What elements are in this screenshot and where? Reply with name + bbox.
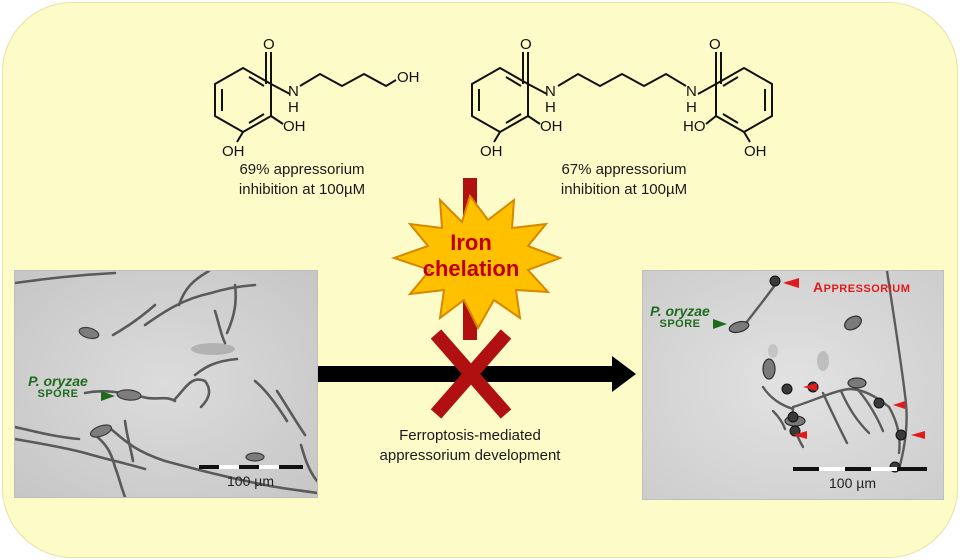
compound1-caption: 69% appressorium inhibition at 100µM	[212, 160, 392, 200]
burst-line2: chelation	[423, 256, 520, 281]
process-arrow-head	[612, 356, 636, 392]
right-micrograph-hyphae	[643, 271, 943, 499]
left-spore-text: SPORE	[37, 388, 79, 400]
compound1-chain-oh: OH	[397, 69, 420, 86]
right-spore-text: SPORE	[659, 318, 701, 330]
compound2-amide-h-right: H	[686, 99, 697, 116]
compound2-amide-h-left: H	[545, 99, 556, 116]
compound1-ring-oh2: OH	[222, 143, 245, 160]
left-micrograph: P. oryzae SPORE 100 µm	[14, 270, 318, 498]
left-spore-pointer	[101, 391, 115, 401]
inhibition-x-mark	[430, 329, 512, 419]
compound2-oh-left2: OH	[480, 143, 503, 160]
left-micrograph-hyphae	[15, 271, 317, 497]
left-scale-label: 100 µm	[227, 473, 274, 489]
compound2-amide-n-right: N	[686, 83, 697, 100]
compound2-amide-n-left: N	[545, 83, 556, 100]
compound2-caption-line1: 67% appressorium	[561, 161, 687, 178]
appressorium-label-initial: A	[813, 279, 824, 295]
left-spore-label: P. oryzae SPORE	[21, 373, 95, 401]
compound1-amide-n: N	[288, 83, 299, 100]
compound2-carbonyl-o-left: O	[520, 36, 532, 53]
right-scale-bar	[793, 467, 927, 471]
left-scale-bar	[199, 465, 303, 469]
burst-line1: Iron	[450, 230, 492, 255]
iron-chelation-burst	[390, 193, 563, 331]
compound2-caption-line2: inhibition at 100µM	[560, 181, 688, 198]
right-spore-label: P. oryzae SPORE	[645, 303, 715, 331]
right-micrograph: P. oryzae SPORE APPRESSORIUM 100 µm	[642, 270, 944, 500]
compound1-amide-h: H	[288, 99, 299, 116]
left-species-name: P. oryzae	[28, 373, 88, 389]
compound1-carbonyl-o: O	[263, 36, 275, 53]
compound2-oh-right2: OH	[744, 143, 767, 160]
compound2-oh-right1: HO	[683, 118, 706, 135]
right-scale-label: 100 µm	[829, 475, 876, 491]
compound1-caption-line1: 69% appressorium	[239, 161, 365, 178]
compound1-caption-line2: inhibition at 100µM	[238, 181, 366, 198]
compound2-caption: 67% appressorium inhibition at 100µM	[534, 160, 714, 200]
compound1-ring-oh1: OH	[283, 118, 306, 135]
process-caption-line2: appressorium development	[379, 447, 561, 464]
appressorium-label: APPRESSORIUM	[813, 279, 910, 295]
compound2-oh-left1: OH	[540, 118, 563, 135]
appressorium-label-rest: PPRESSORIUM	[823, 283, 911, 295]
right-pointers	[713, 278, 925, 439]
process-caption: Ferroptosis-mediated appressorium develo…	[350, 426, 590, 466]
process-caption-line1: Ferroptosis-mediated	[399, 427, 541, 444]
compound2-carbonyl-o-right: O	[709, 36, 721, 53]
right-species-name: P. oryzae	[650, 303, 710, 319]
